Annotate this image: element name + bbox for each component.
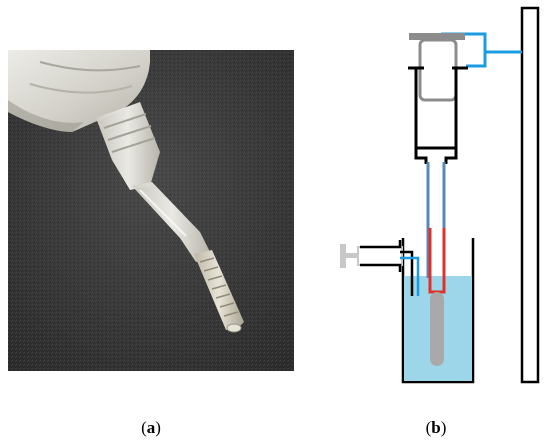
clamp-arm-lower	[466, 52, 487, 68]
side-syringe-barrel	[357, 246, 403, 266]
panel-a: (a)	[8, 50, 294, 437]
panel-b-caption: (b)	[426, 418, 447, 437]
plunger-flange	[409, 33, 465, 40]
side-syringe-rod	[346, 253, 358, 258]
barrel-rim-line	[29, 83, 133, 94]
support-stand	[520, 6, 540, 384]
side-syringe-body	[360, 240, 402, 272]
beaker	[401, 238, 475, 384]
cone-highlight	[139, 189, 187, 237]
syringe-neck	[414, 148, 458, 164]
hub-ridge	[107, 125, 152, 141]
immersed-rod	[430, 292, 444, 366]
barrel-shadow	[8, 100, 84, 132]
side-outlet-blue	[400, 256, 420, 296]
plunger-body	[418, 38, 458, 102]
panel-a-caption: (a)	[141, 418, 161, 437]
syringe-nozzle-photo	[8, 50, 244, 333]
side-syringe-plunger	[340, 244, 346, 268]
barrel-rim-line	[39, 61, 141, 72]
side-outlet-black	[400, 250, 414, 296]
hub-ridge	[103, 113, 147, 129]
panel-b: (b)	[340, 6, 540, 437]
threaded-tip	[194, 250, 244, 333]
hub-ridge	[111, 137, 156, 153]
